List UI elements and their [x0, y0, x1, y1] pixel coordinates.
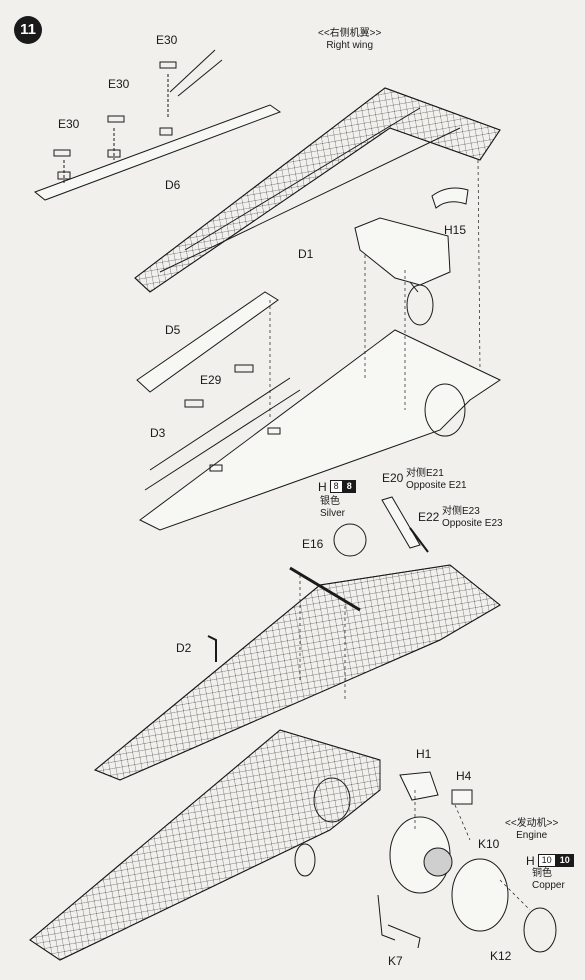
label-k10: K10 [478, 837, 500, 851]
note-opposite-e21: 对侧E21 Opposite E21 [406, 468, 467, 491]
right-wing-caption-en: Right wing [326, 39, 374, 51]
part-h4-block [451, 789, 473, 805]
paint-silver-code-b: 8 [342, 480, 356, 493]
label-d2: D2 [176, 641, 192, 655]
note-e23-cn: 对侧E23 [442, 506, 480, 517]
paint-copper-en: Copper [532, 879, 565, 891]
part-d3-lower-wing [139, 329, 502, 531]
label-e20: E20 [382, 471, 404, 485]
label-e22: E22 [418, 510, 440, 524]
paint-silver-en: Silver [320, 507, 346, 519]
paint-copper-letter: H [526, 853, 535, 868]
part-d6-flap-strip [33, 49, 282, 201]
paint-callout-copper: H 10 10 [526, 854, 574, 867]
label-h15: H15 [444, 223, 467, 237]
label-h1: H1 [416, 747, 432, 761]
guide-lines [269, 159, 531, 911]
right-wing-caption: <<右侧机翼>> Right wing [318, 28, 381, 51]
label-k7: K7 [388, 954, 403, 968]
part-h15-panel [431, 187, 469, 209]
label-d3: D3 [150, 426, 166, 440]
part-h1-cowl-panel [399, 771, 439, 801]
part-e20-e22-struts [333, 496, 429, 557]
paint-copper-names: 铜色 Copper [532, 868, 565, 891]
paint-silver-code-a: 8 [329, 480, 343, 493]
part-d1-upper-wing [134, 87, 501, 293]
paint-copper-cn: 铜色 [532, 868, 552, 879]
paint-copper-code-b: 10 [555, 854, 574, 867]
assembled-wing-bottom [29, 729, 381, 961]
engine-assembly [377, 816, 557, 953]
assembled-wing-mid [94, 564, 501, 781]
note-e21-en: Opposite E21 [406, 479, 467, 491]
part-d5-strip [136, 291, 279, 393]
label-e16: E16 [302, 537, 324, 551]
paint-silver-letter: H [318, 479, 327, 494]
paint-silver-cn: 银色 [320, 496, 340, 507]
note-opposite-e23: 对侧E23 Opposite E23 [442, 506, 503, 529]
label-d5: D5 [165, 323, 181, 337]
step-number-badge: 11 [14, 16, 42, 44]
right-wing-caption-cn: <<右侧机翼>> [318, 28, 382, 39]
paint-silver-names: 银色 Silver [320, 496, 345, 519]
label-k12: K12 [490, 949, 512, 963]
label-e30-mid: E30 [108, 77, 130, 91]
label-e30-left: E30 [58, 117, 80, 131]
note-e23-en: Opposite E23 [442, 517, 503, 529]
paint-copper-code-a: 10 [537, 854, 556, 867]
label-d1: D1 [298, 247, 314, 261]
engine-caption-cn: <<发动机>> [505, 818, 559, 829]
label-h4: H4 [456, 769, 472, 783]
gear-housing [354, 217, 451, 326]
label-e30-top: E30 [156, 33, 178, 47]
paint-callout-silver: H 8 8 [318, 480, 356, 493]
label-d6: D6 [165, 178, 181, 192]
engine-caption-en: Engine [516, 829, 548, 841]
engine-caption: <<发动机>> Engine [505, 818, 558, 841]
note-e21-cn: 对侧E21 [406, 468, 444, 479]
label-e29: E29 [200, 373, 222, 387]
